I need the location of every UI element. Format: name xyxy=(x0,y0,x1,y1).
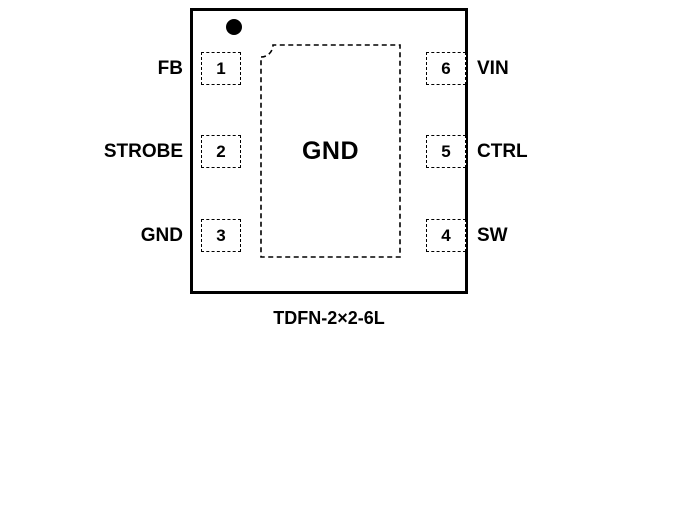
pin-box-5: 5 xyxy=(426,135,466,168)
pin1-marker-dot-icon xyxy=(226,19,242,35)
pin-box-3: 3 xyxy=(201,219,241,252)
pin-box-4: 4 xyxy=(426,219,466,252)
thermal-pad-outline xyxy=(260,44,401,258)
pin-label-fb: FB xyxy=(157,58,183,79)
pin-label-vin: VIN xyxy=(477,58,509,79)
thermal-pad-label: GND xyxy=(301,136,360,165)
pin-box-1: 1 xyxy=(201,52,241,85)
pin-label-gnd: GND xyxy=(140,225,183,246)
package-caption: TDFN-2×2-6L xyxy=(273,308,385,328)
pin-label-strobe: STROBE xyxy=(103,141,183,162)
pin-box-6: 6 xyxy=(426,52,466,85)
pin-label-sw: SW xyxy=(477,225,508,246)
pin-label-ctrl: CTRL xyxy=(477,141,528,162)
pin-box-2: 2 xyxy=(201,135,241,168)
